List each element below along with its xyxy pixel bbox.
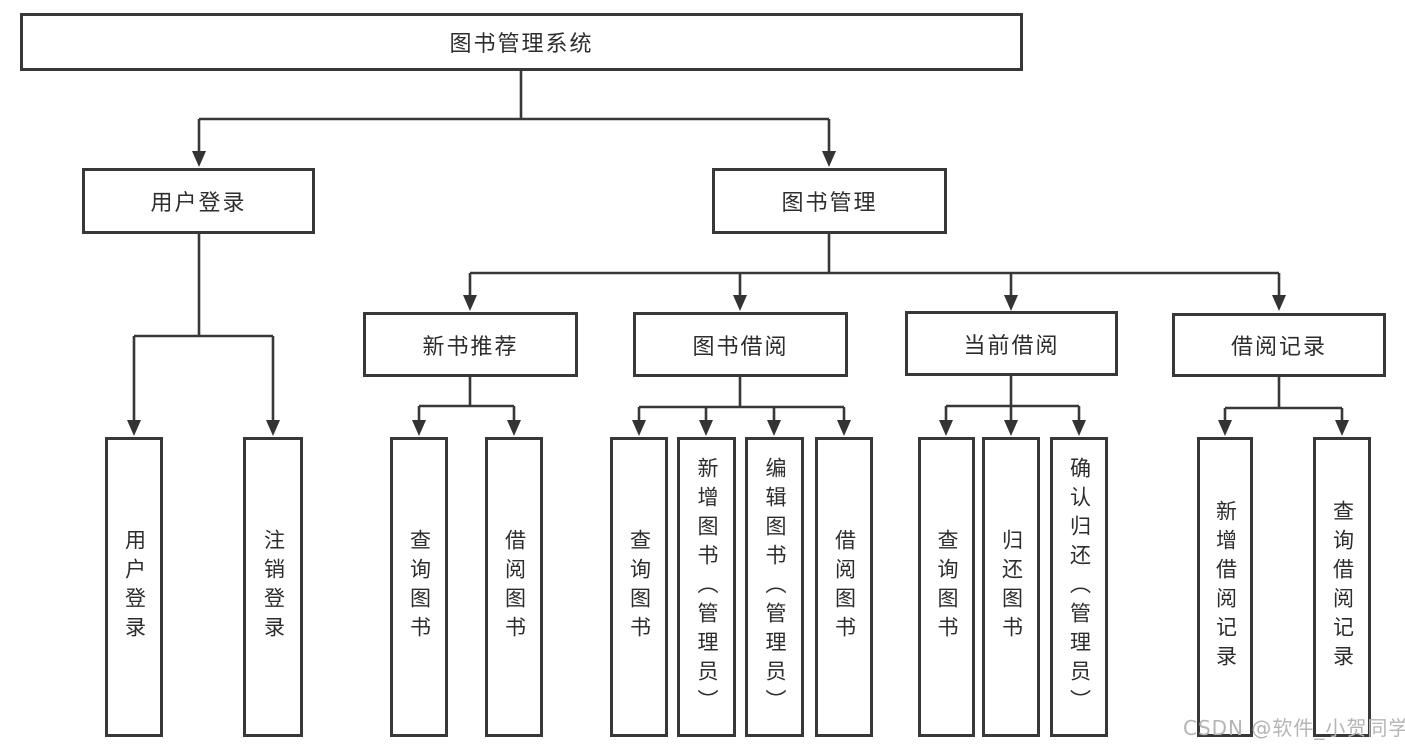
node-user-login: 用户登录 <box>82 168 315 234</box>
connector-book-management-children <box>468 233 1281 296</box>
leaf-borrow-books-borrowing: 借阅图书 <box>815 437 873 737</box>
arrow-down-icon <box>939 420 953 436</box>
arrow-down-icon <box>733 295 747 311</box>
arrow-down-icon <box>266 420 280 436</box>
arrow-down-icon <box>822 151 836 167</box>
leaf-query-books-recommend: 查询图书 <box>390 437 448 737</box>
connector-current-borrowing-children <box>944 375 1081 421</box>
node-label: 图书管理 <box>781 191 878 216</box>
leaf-edit-book-admin: 编辑图书（管理员） <box>745 437 804 737</box>
arrow-down-icon <box>463 295 477 311</box>
arrow-down-icon <box>699 420 713 436</box>
node-label: 用户登录 <box>122 529 147 645</box>
node-label: 用户登录 <box>150 191 247 216</box>
leaf-query-books-borrowing: 查询图书 <box>610 437 668 737</box>
node-library-management-system: 图书管理系统 <box>20 13 1023 71</box>
arrow-down-icon <box>767 420 781 436</box>
connector-new-books-children <box>417 376 516 421</box>
leaf-user-login: 用户登录 <box>105 437 163 737</box>
node-new-book-recommend: 新书推荐 <box>363 312 578 377</box>
connector-user-login-children <box>132 233 275 421</box>
arrow-down-icon <box>632 420 646 436</box>
node-label: 图书管理系统 <box>449 32 594 57</box>
arrow-down-icon <box>1004 295 1018 311</box>
node-label: 查询图书 <box>627 529 652 645</box>
arrow-down-icon <box>127 420 141 436</box>
leaf-query-books-current: 查询图书 <box>918 437 975 737</box>
node-label: 图书借阅 <box>692 334 789 360</box>
node-label: 借阅记录 <box>1230 335 1327 360</box>
node-label: 查询图书 <box>407 529 432 645</box>
arrow-down-icon <box>1335 420 1349 436</box>
node-current-borrowing: 当前借阅 <box>905 311 1118 376</box>
node-label: 借阅图书 <box>832 529 857 645</box>
node-label: 借阅图书 <box>502 529 527 645</box>
arrow-down-icon <box>1272 295 1286 311</box>
leaf-query-borrow-record: 查询借阅记录 <box>1313 437 1371 737</box>
csdn-watermark: CSDN @软件_小贺同学 <box>1183 716 1405 740</box>
arrow-down-icon <box>192 151 206 167</box>
node-borrow-records: 借阅记录 <box>1172 313 1386 377</box>
node-label: 新增图书（管理员） <box>695 456 719 718</box>
node-label: 注销登录 <box>261 529 286 645</box>
arrow-down-icon <box>412 420 426 436</box>
node-label: 确认归还（管理员） <box>1067 456 1092 718</box>
node-label: 归还图书 <box>999 529 1024 645</box>
node-book-borrowing: 图书借阅 <box>633 312 848 377</box>
leaf-return-books: 归还图书 <box>982 437 1040 737</box>
connector-book-borrowing-children <box>637 376 846 421</box>
node-label: 新增借阅记录 <box>1213 500 1238 674</box>
node-label: 新书推荐 <box>422 334 519 360</box>
arrow-down-icon <box>837 420 851 436</box>
node-label: 编辑图书（管理员） <box>763 456 787 718</box>
leaf-borrow-books-recommend: 借阅图书 <box>485 437 543 737</box>
arrow-down-icon <box>1072 420 1086 436</box>
node-book-management: 图书管理 <box>712 168 947 234</box>
leaf-confirm-return-admin: 确认归还（管理员） <box>1050 437 1108 737</box>
arrow-down-icon <box>1004 420 1018 436</box>
node-label: 当前借阅 <box>963 333 1060 359</box>
arrow-down-icon <box>1218 420 1232 436</box>
node-label: 查询图书 <box>935 529 959 645</box>
node-label: 查询借阅记录 <box>1330 500 1355 674</box>
leaf-logout: 注销登录 <box>243 437 303 737</box>
arrowheads <box>127 151 1349 436</box>
connector-root-to-level2 <box>197 70 831 152</box>
leaf-add-book-admin: 新增图书（管理员） <box>677 437 736 737</box>
leaf-add-borrow-record: 新增借阅记录 <box>1197 437 1253 737</box>
connector-borrow-records-children <box>1223 376 1344 421</box>
arrow-down-icon <box>507 420 521 436</box>
